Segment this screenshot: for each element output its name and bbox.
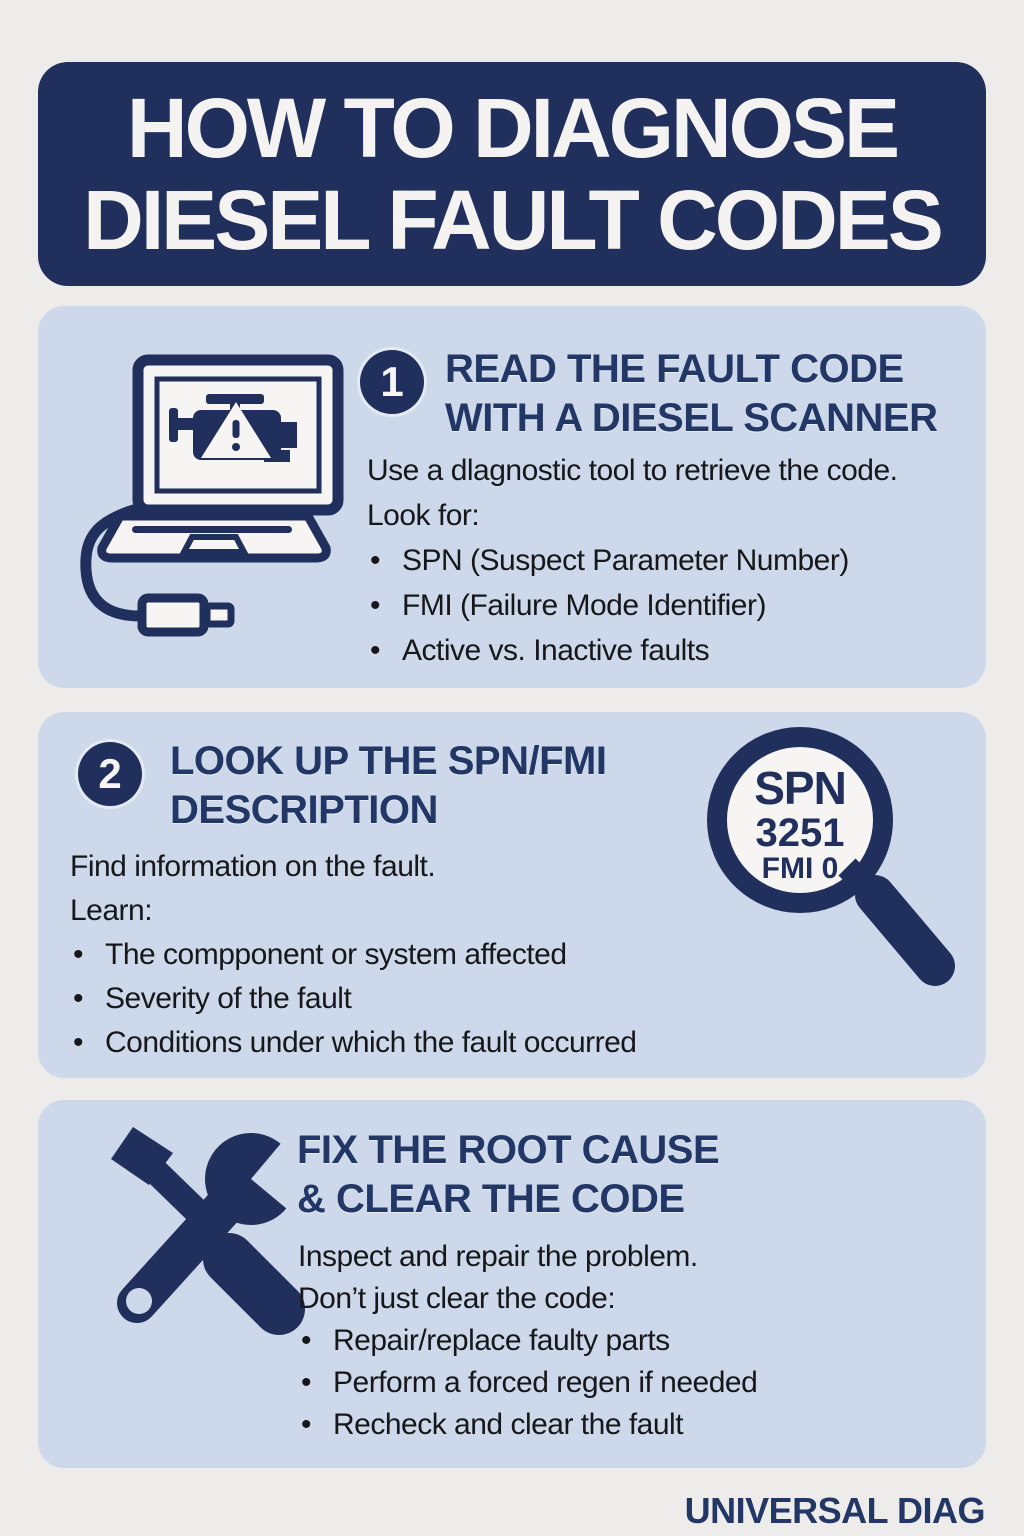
list-item: •Severity of the fault (73, 982, 352, 1015)
body-line: Inspect and repair the problem. (298, 1240, 698, 1273)
usb-cable (80, 502, 142, 622)
step-3-title: FIX THE ROOT CAUSE & CLEAR THE CODE (297, 1128, 720, 1221)
header-banner: HOW TO DIAGNOSE DIESEL FAULT CODES (38, 62, 986, 286)
list-item: •Conditions under which the fault occurr… (73, 1026, 637, 1059)
list-item: •Perform a forced regen if needed (301, 1366, 758, 1399)
list-item: •Repair/replace faulty parts (301, 1324, 670, 1357)
step-1-title: READ THE FAULT CODE WITH A DIESEL SCANNE… (445, 347, 938, 440)
body-line: Find information on the fault. (70, 850, 436, 883)
usb-plug (137, 593, 209, 637)
trackpad (179, 534, 249, 555)
step-2-badge: 2 (78, 742, 142, 806)
list-item: •FMI (Failure Mode Identifier) (370, 589, 766, 622)
step-1-card: 1 READ THE FAULT CODE WITH A DIESEL SCAN… (38, 306, 986, 688)
step-1-badge: 1 (360, 350, 424, 414)
body-line: Use a dlagnostic tool to retrieve the co… (367, 454, 898, 487)
list-item: •Recheck and clear the fault (301, 1408, 684, 1441)
step-2-title: LOOK UP THE SPN/FMI DESCRIPTION (170, 739, 607, 832)
step-2-body: Find information on the fault. Learn: •T… (70, 845, 637, 1065)
laptop-scanner-icon (80, 354, 344, 637)
magnifier-spn-label: SPN (754, 762, 846, 814)
magnifier-handle (855, 875, 955, 986)
magnifier-spn-icon: SPN 3251 FMI 0 (707, 727, 955, 986)
body-line: Look for: (367, 499, 480, 532)
step-3-card: FIX THE ROOT CAUSE & CLEAR THE CODE Insp… (38, 1100, 986, 1468)
main-title-line-1: HOW TO DIAGNOSE (126, 81, 900, 175)
list-item: •The compponent or system affected (73, 938, 567, 971)
magnifier-code-value: 3251 (756, 811, 845, 855)
body-line: Learn: (70, 894, 153, 927)
wrench-handle-hole (126, 1288, 152, 1314)
step-3-body: Inspect and repair the problem. Don’t ju… (298, 1236, 758, 1446)
list-item: •Active vs. Inactive faults (370, 634, 710, 667)
magnifier-lens (707, 727, 893, 913)
body-line: Don’t just clear the code: (298, 1282, 616, 1315)
tools-icon (111, 1127, 315, 1335)
screwdriver-handle (203, 1233, 305, 1335)
step-2-card: 2 LOOK UP THE SPN/FMI DESCRIPTION SPN 32… (38, 712, 986, 1078)
magnifier-fmi-value: FMI 0 (762, 852, 839, 885)
step-1-body: Use a dlagnostic tool to retrieve the co… (367, 448, 898, 673)
wrench-shaft (117, 1177, 253, 1323)
main-title-line-2: DIESEL FAULT CODES (83, 173, 944, 267)
list-item: •SPN (Suspect Parameter Number) (370, 544, 849, 577)
brand-footer: UNIVERSAL DIAG (684, 1490, 986, 1531)
